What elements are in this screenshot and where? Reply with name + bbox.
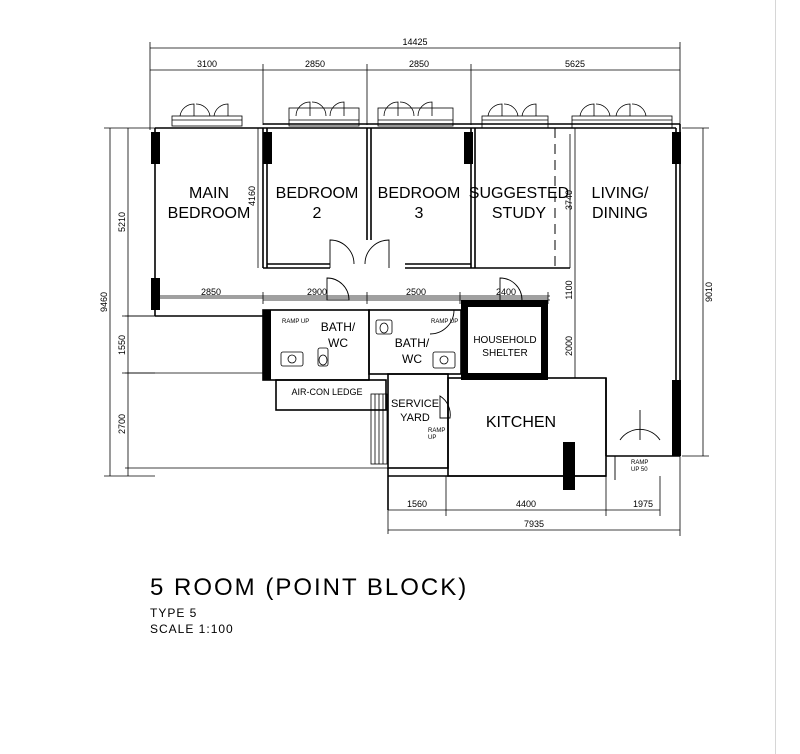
ramp-label-entrance-1: RAMP: [631, 460, 648, 466]
doors: [326, 239, 661, 480]
room-labels: MAIN BEDROOM BEDROOM 2 BEDROOM 3 SUGGEST…: [168, 185, 649, 431]
dim-top-total: 14425: [402, 37, 427, 47]
room-label-living-1: LIVING/: [592, 185, 649, 202]
plan-title: 5 ROOM (POINT BLOCK): [150, 574, 469, 601]
dimension-lines: [104, 42, 709, 536]
room-label-bath2-1: BATH/: [395, 336, 430, 350]
dim-inner-h1: 4160: [247, 186, 257, 206]
plan-scale: SCALE 1:100: [150, 622, 234, 636]
dim-inner-3: 2500: [406, 287, 426, 297]
dim-bottom-1: 1560: [407, 499, 427, 509]
dim-top-1: 3100: [197, 59, 217, 69]
ramp-labels: RAMP UP RAMP UP RAMP UP RAMP UP 50: [282, 319, 648, 473]
dim-inner-h3: 1100: [564, 280, 574, 299]
left-margin: [0, 0, 42, 754]
ramp-label-bath2: RAMP UP: [431, 319, 458, 325]
room-label-shelter-2: SHELTER: [482, 348, 527, 359]
dim-bottom-total: 7935: [524, 519, 544, 529]
dim-right-total: 9010: [704, 282, 714, 302]
room-label-study-1: SUGGESTED: [469, 185, 569, 202]
ramp-label-bath1: RAMP UP: [282, 319, 309, 325]
right-margin: [775, 0, 800, 754]
dim-inner-4: 2400: [496, 287, 516, 297]
dim-bottom-3: 1975: [633, 499, 653, 509]
ramp-label-yard-1: RAMP: [428, 428, 445, 434]
room-label-bedroom3-1: BEDROOM: [378, 185, 461, 202]
ramp-label-entrance-2: UP 50: [631, 467, 648, 473]
thick-wall-segments: [151, 132, 681, 490]
dim-bottom-2: 4400: [516, 499, 536, 509]
dim-top-4: 5625: [565, 59, 585, 69]
room-label-bath1-1: BATH/: [321, 320, 356, 334]
plan-type: TYPE 5: [150, 606, 198, 620]
dim-inner-h4: 2000: [564, 336, 574, 356]
dim-top-2: 2850: [305, 59, 325, 69]
dim-left-2: 1550: [117, 335, 127, 355]
room-label-living-2: DINING: [592, 205, 648, 222]
dim-inner-h2: 3740: [564, 190, 574, 210]
room-label-yard-1: SERVICE: [391, 398, 439, 410]
room-label-kitchen: KITCHEN: [486, 414, 556, 431]
dim-left-1: 5210: [117, 212, 127, 232]
room-label-main-bedroom-1: MAIN: [189, 185, 229, 202]
room-label-yard-2: YARD: [400, 412, 430, 424]
room-label-bath1-2: WC: [328, 336, 348, 350]
room-label-study-2: STUDY: [492, 205, 547, 222]
room-label-bath2-2: WC: [402, 352, 422, 366]
windows: [171, 101, 673, 129]
walls: [125, 123, 681, 510]
dim-left-3: 2700: [117, 414, 127, 434]
dim-top-3: 2850: [409, 59, 429, 69]
ramp-label-yard-2: UP: [428, 435, 436, 441]
dim-inner-2: 2900: [307, 287, 327, 297]
dim-left-total: 9460: [99, 292, 109, 312]
room-label-aircon-ledge: AIR-CON LEDGE: [291, 387, 362, 397]
room-label-bedroom2-2: 2: [313, 205, 322, 222]
dim-inner-1: 2850: [201, 287, 221, 297]
room-label-bedroom2-1: BEDROOM: [276, 185, 359, 202]
room-label-main-bedroom-2: BEDROOM: [168, 205, 251, 222]
room-label-shelter-1: HOUSEHOLD: [473, 335, 536, 346]
dimension-labels: 14425 3100 2850 2850 5625 9460 5210 1550…: [99, 37, 714, 529]
fixtures: [280, 319, 456, 465]
room-label-bedroom3-2: 3: [415, 205, 424, 222]
